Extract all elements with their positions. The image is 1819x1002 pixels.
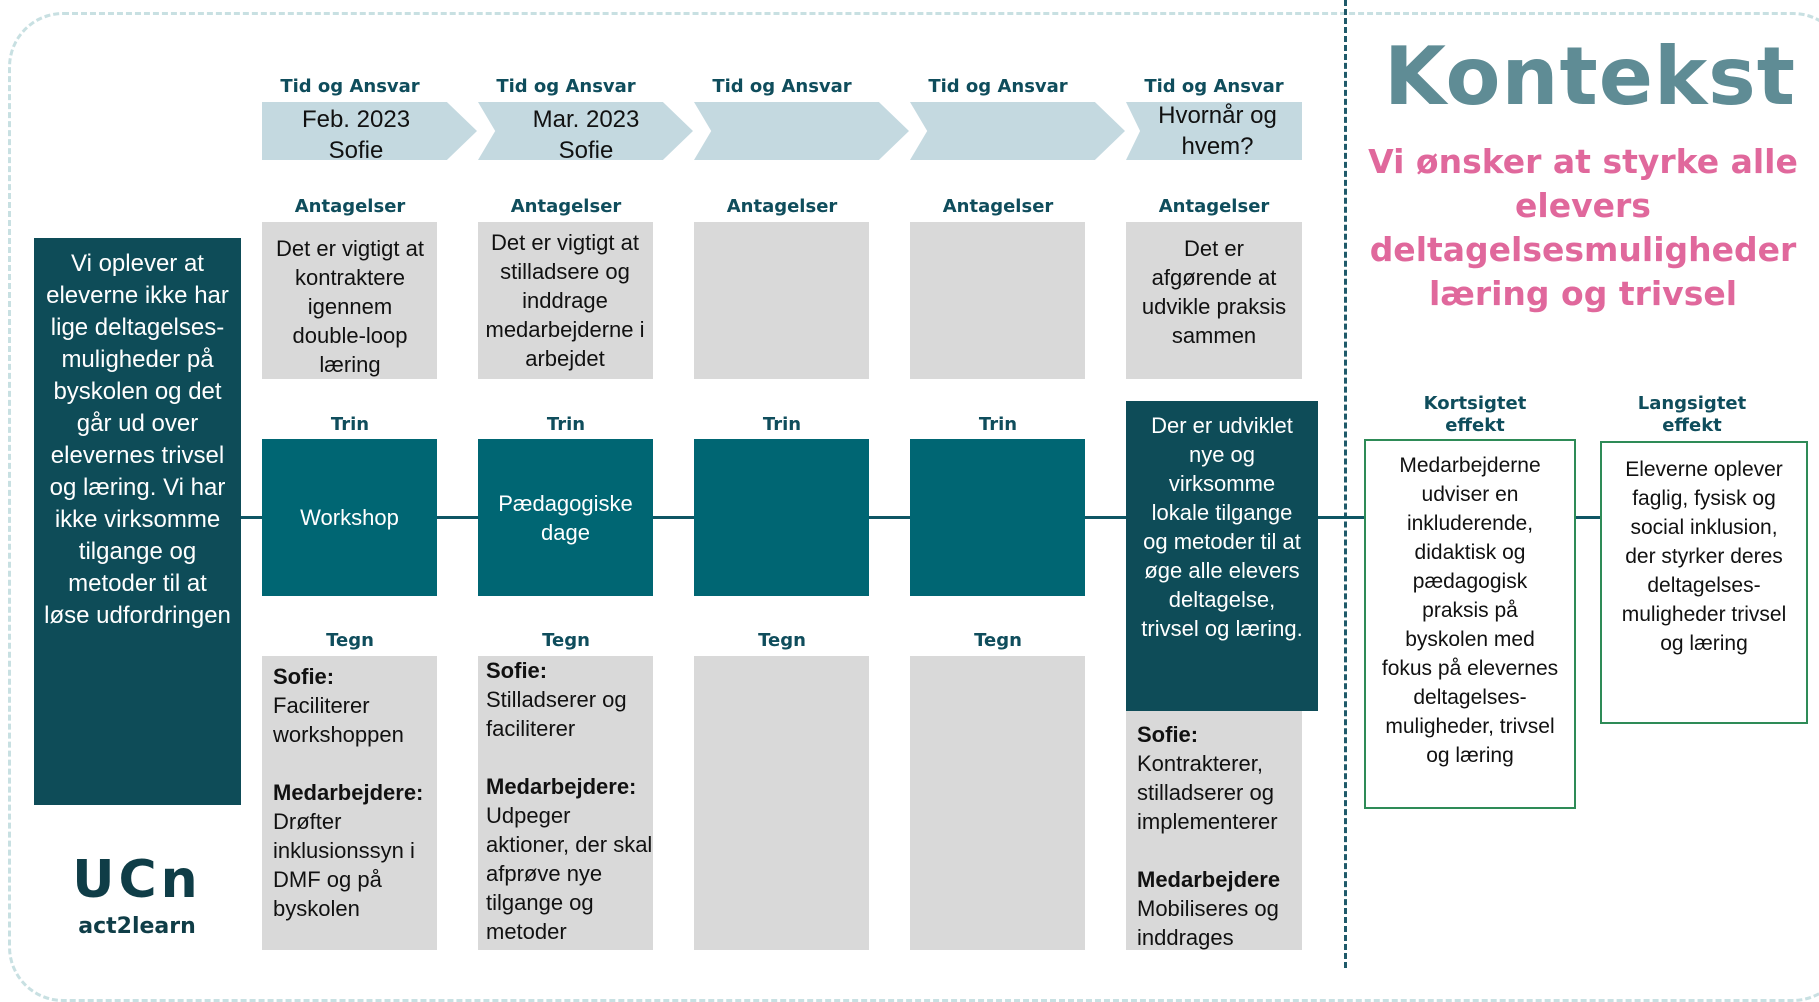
col2-tegn-what1: Stilladserer og faciliterer xyxy=(486,687,627,741)
problem-statement: Vi oplever at eleverne ikke har lige del… xyxy=(44,250,231,629)
col3-antagelser-header: Antagelser xyxy=(726,196,838,217)
col2-tid-date: Mar. 2023 xyxy=(532,106,640,133)
ucn-logo-mark: UCn xyxy=(72,850,202,910)
col3-step xyxy=(694,439,869,596)
effect-connector xyxy=(1576,516,1600,519)
col2-step-label: Pædagogiske dage xyxy=(498,490,633,545)
long-effect-box: Eleverne oplever faglig, fysisk og socia… xyxy=(1600,441,1808,724)
col4-tegn-header: Tegn xyxy=(974,630,1022,651)
col2-chevron xyxy=(478,102,693,160)
col1-tegn-what2: Drøfter inklusionssyn i DMF og på byskol… xyxy=(273,809,415,921)
short-effect-box: Medarbejderne udviser en inkluderende, d… xyxy=(1364,439,1576,809)
col2-tegn-header: Tegn xyxy=(542,630,590,651)
col5-antagelse-text: Det er afgørende at udvikle praksis samm… xyxy=(1141,236,1287,348)
col2-step: Pædagogiske dage xyxy=(478,439,653,596)
col5-tid-line2: hvem? xyxy=(1181,133,1254,160)
col1-step: Workshop xyxy=(262,439,437,596)
short-effect-header: Kortsigtet effekt xyxy=(1423,393,1527,436)
col2-tid-person: Sofie xyxy=(558,137,614,164)
col3-tegn-box xyxy=(694,656,869,950)
col2-tegn-text: Sofie: Stilladserer og faciliterer Medar… xyxy=(486,656,656,946)
col5-tegn-box xyxy=(1126,711,1302,950)
outcome-text: Der er udviklet nye og virksomme lokale … xyxy=(1141,413,1303,641)
col5-tegn-what2: Mobiliseres og inddrages xyxy=(1137,896,1279,950)
col1-tegn-who2: Medarbejdere: xyxy=(273,780,424,805)
col1-tegn-box xyxy=(262,656,437,950)
col1-tid-header: Tid og Ansvar xyxy=(280,76,420,97)
long-effect-text: Eleverne oplever faglig, fysisk og socia… xyxy=(1621,458,1787,655)
outcome-box: Der er udviklet nye og virksomme lokale … xyxy=(1126,401,1318,711)
col2-antagelse-text: Det er vigtigt at stilladsere og inddrag… xyxy=(485,230,645,371)
col2-tegn-who1: Sofie: xyxy=(486,658,548,683)
col1-tid-text: Feb. 2023 Sofie xyxy=(266,104,446,166)
col4-antagelse-box xyxy=(910,222,1085,379)
col2-tegn-who2: Medarbejdere: xyxy=(486,774,637,799)
col4-antagelser-header: Antagelser xyxy=(942,196,1054,217)
col4-step xyxy=(910,439,1085,596)
col5-tid-header: Tid og Ansvar xyxy=(1144,76,1284,97)
col1-tegn-text: Sofie: Faciliterer workshoppen Medarbejd… xyxy=(273,662,443,923)
col1-chevron xyxy=(262,102,477,160)
col5-tegn-who2: Medarbejdere xyxy=(1137,867,1281,892)
col2-trin-header: Trin xyxy=(546,414,586,435)
col1-tid-person: Sofie xyxy=(328,137,384,164)
col5-tid-line1: Hvornår og xyxy=(1158,102,1277,129)
ucn-logo: UCn act2learn xyxy=(62,852,212,939)
col4-tegn-box xyxy=(910,656,1085,950)
col1-antagelse-text: Det er vigtigt at kontraktere igennem do… xyxy=(276,236,424,377)
col2-antagelse-box xyxy=(478,222,653,379)
col4-trin-header: Trin xyxy=(978,414,1018,435)
col5-chevron xyxy=(1126,102,1302,160)
col1-tegn-what1: Faciliterer workshoppen xyxy=(273,693,404,747)
col4-tid-header: Tid og Ansvar xyxy=(928,76,1068,97)
kontekst-title: Kontekst xyxy=(1383,30,1797,123)
col2-tegn-box xyxy=(478,656,653,950)
kontekst-subtitle: Vi ønsker at styrke alle elevers deltage… xyxy=(1368,142,1798,313)
col5-antagelser-header: Antagelser xyxy=(1158,196,1270,217)
col1-antagelse-box xyxy=(262,222,437,379)
col1-trin-header: Trin xyxy=(330,414,370,435)
col1-tegn-header: Tegn xyxy=(326,630,374,651)
col3-tegn-header: Tegn xyxy=(758,630,806,651)
col1-tid-date: Feb. 2023 xyxy=(301,106,411,133)
col1-step-label: Workshop xyxy=(300,505,399,530)
col2-antagelser-header: Antagelser xyxy=(510,196,622,217)
col5-tegn-who1: Sofie: xyxy=(1137,722,1199,747)
col4-chevron xyxy=(910,102,1125,160)
col3-tid-header: Tid og Ansvar xyxy=(712,76,852,97)
col3-trin-header: Trin xyxy=(762,414,802,435)
col5-tegn-text: Sofie: Kontrakterer, stilladserer og imp… xyxy=(1137,720,1302,952)
context-divider xyxy=(1344,0,1347,968)
col5-antagelse-box xyxy=(1126,222,1302,379)
long-effect-header: Langsigtet effekt xyxy=(1637,393,1747,436)
col3-chevron xyxy=(694,102,909,160)
col1-tegn-who1: Sofie: xyxy=(273,664,335,689)
col3-antagelse-box xyxy=(694,222,869,379)
problem-statement-box: Vi oplever at eleverne ikke har lige del… xyxy=(34,238,241,805)
col1-antagelser-header: Antagelser xyxy=(294,196,406,217)
col2-tid-header: Tid og Ansvar xyxy=(496,76,636,97)
col5-tegn-what1: Kontrakterer, stilladserer og implemente… xyxy=(1137,751,1278,834)
short-effect-text: Medarbejderne udviser en inkluderende, d… xyxy=(1381,454,1559,767)
col2-tegn-what2: Udpeger aktioner, der skal afprøve nye t… xyxy=(486,803,653,944)
ucn-logo-subtitle: act2learn xyxy=(78,914,196,939)
col2-tid-text: Mar. 2023 Sofie xyxy=(496,104,676,166)
col5-tid-text: Hvornår og hvem? xyxy=(1130,100,1305,162)
